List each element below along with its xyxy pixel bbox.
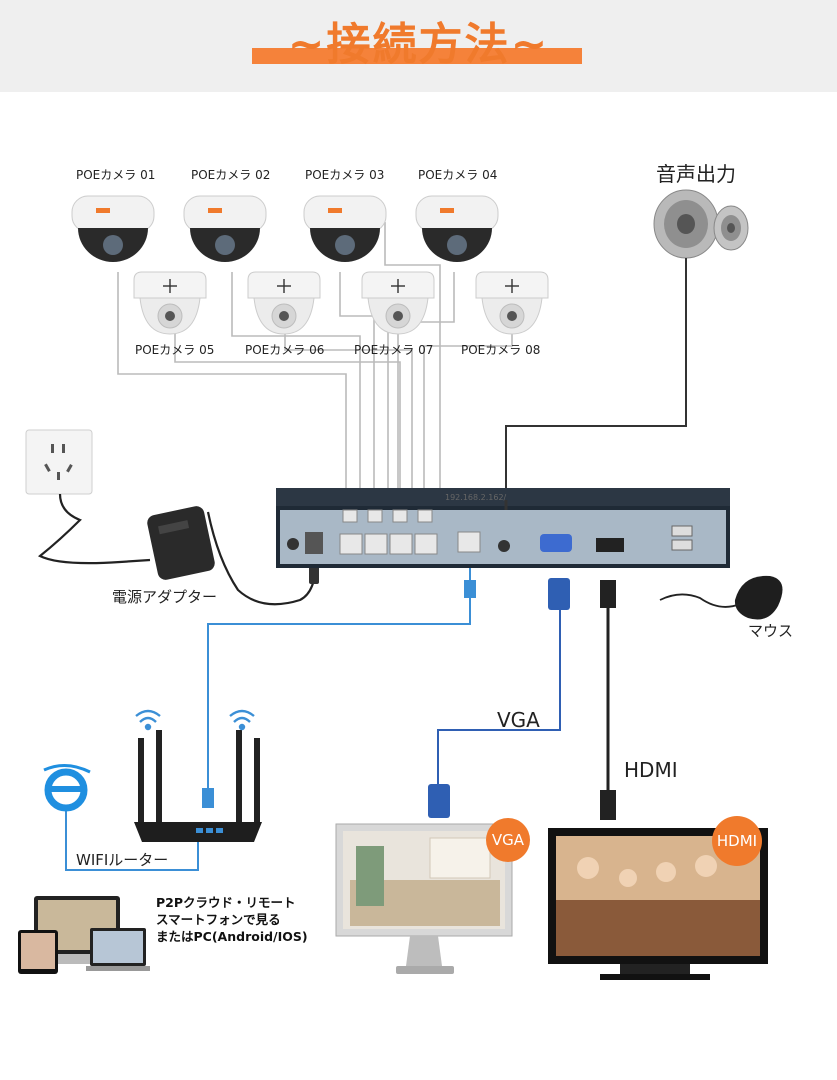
camera-07-label: POEカメラ 07 — [354, 343, 434, 357]
internet-explorer-icon — [43, 764, 91, 812]
hdmi-cable-label: HDMI — [624, 758, 678, 782]
hdmi-badge: HDMI — [712, 816, 762, 866]
router-label: WIFIルーター — [76, 851, 169, 869]
title-underline — [252, 48, 582, 64]
vga-plug-monitor — [428, 784, 450, 818]
vga-badge: VGA — [486, 818, 530, 862]
camera-02 — [183, 195, 267, 262]
wifi-router-icon — [134, 730, 262, 842]
p2p-line-1: P2Pクラウド・リモート — [156, 895, 296, 910]
camera-01 — [71, 195, 155, 262]
lan-cable — [207, 568, 471, 788]
vga-monitor — [335, 823, 513, 974]
mouse-label: マウス — [748, 622, 794, 640]
camera-06-label: POEカメラ 06 — [245, 343, 325, 357]
camera-03-label: POEカメラ 03 — [305, 168, 385, 182]
speaker-icon — [653, 189, 749, 259]
nvr-ip-label: 192.168.2.162/ — [445, 493, 507, 502]
mouse-icon — [659, 575, 783, 620]
vga-cable-label: VGA — [497, 708, 540, 732]
hdmi-plug-monitor — [600, 790, 616, 820]
camera-07 — [361, 271, 435, 335]
devices-icon — [18, 896, 150, 974]
vga-cable — [437, 610, 561, 786]
page-title: ~接続方法~ — [287, 19, 550, 70]
vga-plug-nvr — [548, 578, 570, 610]
wall-socket-icon — [25, 429, 93, 495]
camera-04-label: POEカメラ 04 — [418, 168, 498, 182]
camera-05 — [133, 271, 207, 335]
camera-01-label: POEカメラ 01 — [76, 168, 156, 182]
camera-06 — [247, 271, 321, 335]
connection-diagram — [18, 189, 783, 980]
hdmi-plug-nvr — [600, 580, 616, 608]
wifi-signal-icon — [135, 709, 255, 731]
internet-cable — [65, 808, 199, 871]
camera-08 — [475, 271, 549, 335]
camera-05-label: POEカメラ 05 — [135, 343, 215, 357]
camera-08-label: POEカメラ 08 — [461, 343, 541, 357]
camera-02-label: POEカメラ 02 — [191, 168, 271, 182]
dc-cable — [206, 511, 318, 606]
power-cord — [37, 493, 151, 565]
p2p-line-2: スマートフォンで見る — [156, 912, 281, 927]
power-adapter-label: 電源アダプター — [112, 588, 218, 606]
lan-plug-router — [202, 788, 214, 808]
audio-output-label: 音声出力 — [656, 162, 736, 186]
p2p-line-3: またはPC(Android/IOS) — [156, 929, 308, 944]
p2p-description: P2Pクラウド・リモート スマートフォンで見る またはPC(Android/IO… — [156, 894, 308, 945]
camera-cables — [117, 222, 513, 508]
header-banner — [0, 0, 837, 92]
nvr-recorder — [276, 488, 730, 568]
audio-cable — [505, 258, 687, 508]
lan-plug-nvr — [464, 580, 476, 598]
power-adapter-icon — [147, 506, 215, 580]
camera-04 — [415, 195, 499, 262]
camera-03 — [303, 195, 387, 262]
